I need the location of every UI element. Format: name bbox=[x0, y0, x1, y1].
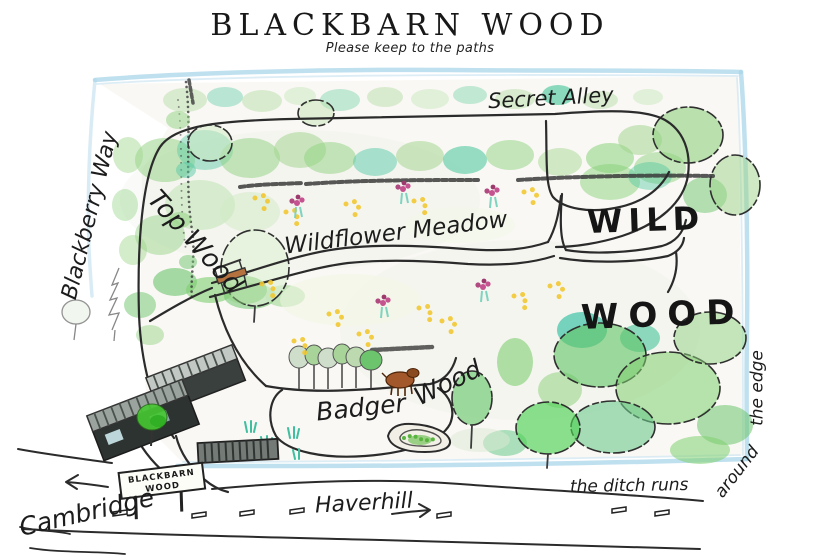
badger-icon bbox=[381, 368, 420, 396]
wild-left-path bbox=[559, 192, 568, 252]
wild-corner-path bbox=[666, 250, 678, 294]
small-tree-row bbox=[288, 343, 383, 389]
sketch-trees bbox=[61, 267, 121, 342]
entrance-sign: BLACKBARN WOOD bbox=[117, 461, 207, 520]
sign-line2: WOOD bbox=[145, 481, 181, 495]
watercolor-trees bbox=[112, 85, 753, 464]
road-edge-top bbox=[211, 479, 704, 502]
entrance-tree bbox=[136, 403, 168, 447]
outer-loop-path bbox=[137, 110, 690, 440]
junction-south-path bbox=[213, 293, 268, 388]
cambridge-underline bbox=[19, 526, 71, 535]
meadow-path-lower bbox=[208, 254, 556, 299]
meadow-path-upper bbox=[210, 240, 550, 285]
tree-inner-wash bbox=[223, 276, 267, 304]
haverhill-arrow bbox=[391, 503, 431, 518]
junction-west-link bbox=[148, 286, 214, 323]
page-subtitle: Please keep to the paths bbox=[325, 41, 495, 56]
yellow-flowers bbox=[252, 186, 568, 356]
bench bbox=[212, 258, 248, 295]
pond bbox=[386, 422, 452, 454]
road-edge-bottom bbox=[21, 528, 701, 550]
cambridge-arrow bbox=[65, 474, 109, 490]
road-edge-top-left bbox=[17, 448, 113, 464]
chain-fence bbox=[187, 78, 715, 353]
badger-row-path bbox=[264, 356, 458, 392]
blackberry-stipple bbox=[166, 80, 197, 302]
page-title: BLACKBARN WOOD bbox=[210, 8, 610, 43]
secret-alley-branch bbox=[544, 119, 671, 212]
roads bbox=[17, 448, 704, 555]
meadow-fork-up bbox=[546, 194, 563, 244]
ditch bbox=[86, 67, 750, 469]
pink-flowers bbox=[289, 180, 500, 319]
tree-trunks bbox=[253, 305, 549, 469]
wild-bottom-path-b bbox=[558, 236, 686, 263]
cambridge-underline-2 bbox=[29, 547, 126, 555]
road-lane-dashes bbox=[112, 506, 670, 519]
outlined-trees bbox=[187, 99, 761, 455]
badger-loop-path bbox=[269, 386, 454, 458]
hedge-block bbox=[196, 437, 280, 464]
wild-bottom-path-a bbox=[564, 218, 688, 254]
